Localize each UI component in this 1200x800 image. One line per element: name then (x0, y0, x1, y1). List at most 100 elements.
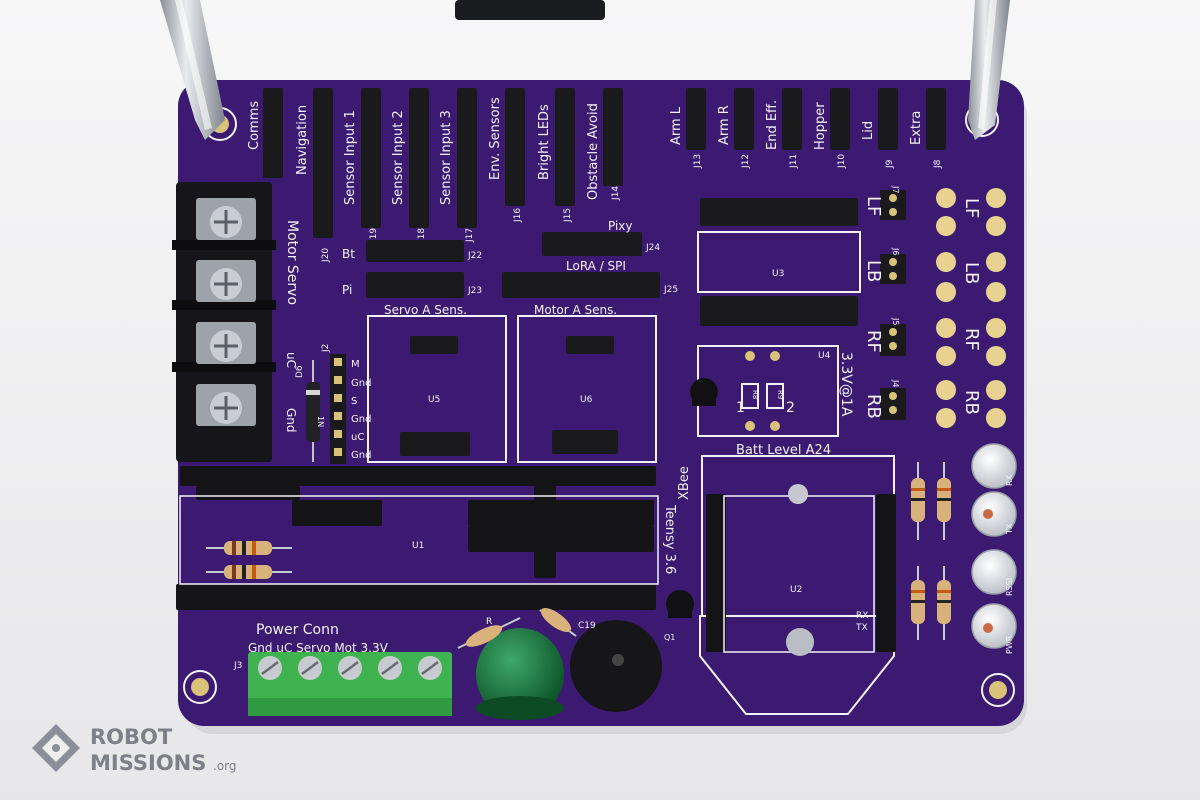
u3-module (697, 198, 861, 326)
ref-j12: J12 (741, 154, 751, 169)
label-hopper: Hopper (813, 102, 828, 150)
label-comms: Comms (247, 101, 262, 150)
screw-terminal-block (172, 182, 276, 462)
right-jumper-refs: J7 J6 J5 J4 (891, 185, 900, 387)
svg-text:RSSI: RSSI (1005, 578, 1014, 596)
resistors-left (206, 541, 292, 579)
label-j25: J25 (663, 285, 678, 295)
label-arm-r: Arm R (717, 105, 732, 145)
label-env-sensors: Env. Sensors (488, 97, 503, 180)
label-u4: U4 (818, 351, 831, 361)
label-extra: Extra (909, 111, 924, 145)
sens-boxes (367, 315, 657, 463)
ref-j8: J8 (933, 159, 943, 169)
label-pixy: Pixy (608, 219, 633, 233)
ref-j13: J13 (693, 154, 703, 169)
label-sensor-input-3: Sensor Input 3 (439, 110, 454, 205)
ref-j11: J11 (789, 154, 799, 169)
robot-missions-logo-icon (32, 724, 80, 772)
label-lid: Lid (861, 121, 876, 140)
label-1n: 1N (316, 416, 325, 427)
label-sensor-input-2: Sensor Input 2 (391, 110, 406, 205)
svg-text:J6: J6 (891, 247, 900, 255)
label-pad-2: 2 (786, 400, 795, 416)
green-led (476, 628, 564, 720)
label-batt-level: Batt Level A24 (736, 443, 831, 458)
label-gnd: Gnd (284, 408, 298, 433)
svg-text:LF: LF (863, 196, 884, 216)
teensy-sockets (176, 466, 656, 610)
ref-j10: J10 (837, 154, 847, 169)
buzzer (570, 620, 662, 712)
label-teensy: Teensy 3.6 (662, 504, 677, 574)
svg-text:LB: LB (863, 260, 884, 282)
label-u1: U1 (412, 541, 424, 551)
watermark-line1: ROBOT (90, 725, 173, 749)
watermark-suffix: .org (213, 759, 237, 773)
label-u3: U3 (772, 269, 784, 279)
label-servo-a-sens: Servo A Sens. (384, 303, 467, 317)
svg-text:LB: LB (961, 262, 982, 284)
diode-d6 (306, 360, 320, 462)
header-refs: J20 J19 J18 J17 J16 J15 J14 J13 J12 J11 … (321, 154, 943, 263)
label-navigation: Navigation (295, 105, 310, 175)
label-pad-1: 1 (736, 400, 745, 416)
svg-text:J7: J7 (891, 185, 900, 193)
svg-text:S: S (351, 396, 357, 407)
power-terminal-block (248, 652, 452, 716)
label-lora-spi: LoRA / SPI (566, 259, 626, 273)
svg-text:Gnd: Gnd (351, 450, 371, 461)
svg-text:RB: RB (863, 394, 884, 419)
ref-j9: J9 (885, 159, 895, 169)
j2-pin-labels: M Gnd S Gnd uC Gnd (351, 359, 371, 461)
right-jumpers (880, 190, 906, 420)
label-bright-leds: Bright LEDs (537, 104, 552, 180)
svg-text:RX: RX (1005, 474, 1014, 486)
svg-text:J4: J4 (891, 379, 900, 387)
label-obstacle-avoid: Obstacle Avoid (586, 103, 601, 200)
label-r: R (486, 617, 492, 627)
alligator-clip-right (968, 0, 1010, 140)
label-motor-a-sens: Motor A Sens. (534, 303, 617, 317)
label-pi: Pi (342, 283, 352, 297)
right-jumper-labels: LF LB RF RB (863, 196, 884, 419)
label-arm-l: Arm L (669, 106, 684, 145)
label-u6: U6 (580, 395, 593, 405)
label-sensor-input-1: Sensor Input 1 (343, 110, 358, 205)
label-r8: R8 (751, 390, 759, 399)
u4-regulator (690, 345, 839, 437)
label-end-eff: End Eff. (765, 100, 780, 150)
label-motor-servo: Motor Servo (284, 220, 300, 305)
label-r9: R9 (776, 390, 784, 399)
dark-object-top (455, 0, 605, 20)
svg-text:M: M (351, 359, 360, 370)
label-reg: 3.3V@1A (838, 352, 854, 417)
transistor-q1 (666, 590, 694, 618)
ref-j18: J18 (417, 228, 427, 243)
led-labels: RX TX RSSI PWR (1005, 474, 1014, 654)
svg-text:RB: RB (961, 390, 982, 415)
label-bt: Bt (342, 247, 355, 261)
ref-j19: J19 (369, 228, 379, 243)
label-xbee: XBee (677, 466, 692, 500)
alligator-clip-left (160, 0, 225, 140)
motor-pads (936, 188, 1006, 428)
watermark-line2: MISSIONS (90, 751, 206, 775)
j2-header (330, 354, 346, 464)
label-rx: RX (856, 611, 868, 621)
small-resistors-bottom (457, 607, 577, 649)
svg-text:PWR: PWR (1005, 635, 1014, 654)
top-header-labels: Comms Navigation Sensor Input 1 Sensor I… (247, 97, 924, 205)
ref-j17: J17 (465, 228, 475, 243)
svg-text:Gnd: Gnd (351, 378, 371, 389)
ref-j16: J16 (513, 208, 523, 223)
svg-text:RF: RF (863, 330, 884, 353)
top-headers (263, 88, 946, 238)
ref-j14: J14 (611, 186, 621, 201)
sens-sockets (400, 336, 618, 456)
svg-text:LF: LF (961, 198, 982, 218)
resistors-right (911, 462, 951, 640)
label-j22: J22 (467, 251, 482, 261)
svg-text:J5: J5 (891, 317, 900, 325)
